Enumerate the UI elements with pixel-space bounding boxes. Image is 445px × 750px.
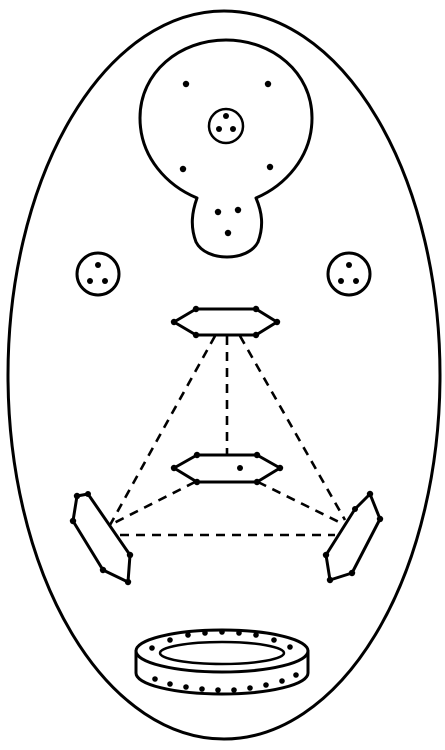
keyhole-shape [140, 40, 312, 257]
left-hexagon [70, 491, 133, 585]
ring-band [136, 629, 308, 694]
left-small-circle [77, 253, 119, 295]
top-hexagon [171, 306, 280, 338]
middle-hexagon [171, 452, 283, 485]
right-small-circle [328, 253, 370, 295]
right-hexagon [323, 491, 383, 583]
dashed-connectors [110, 336, 345, 535]
